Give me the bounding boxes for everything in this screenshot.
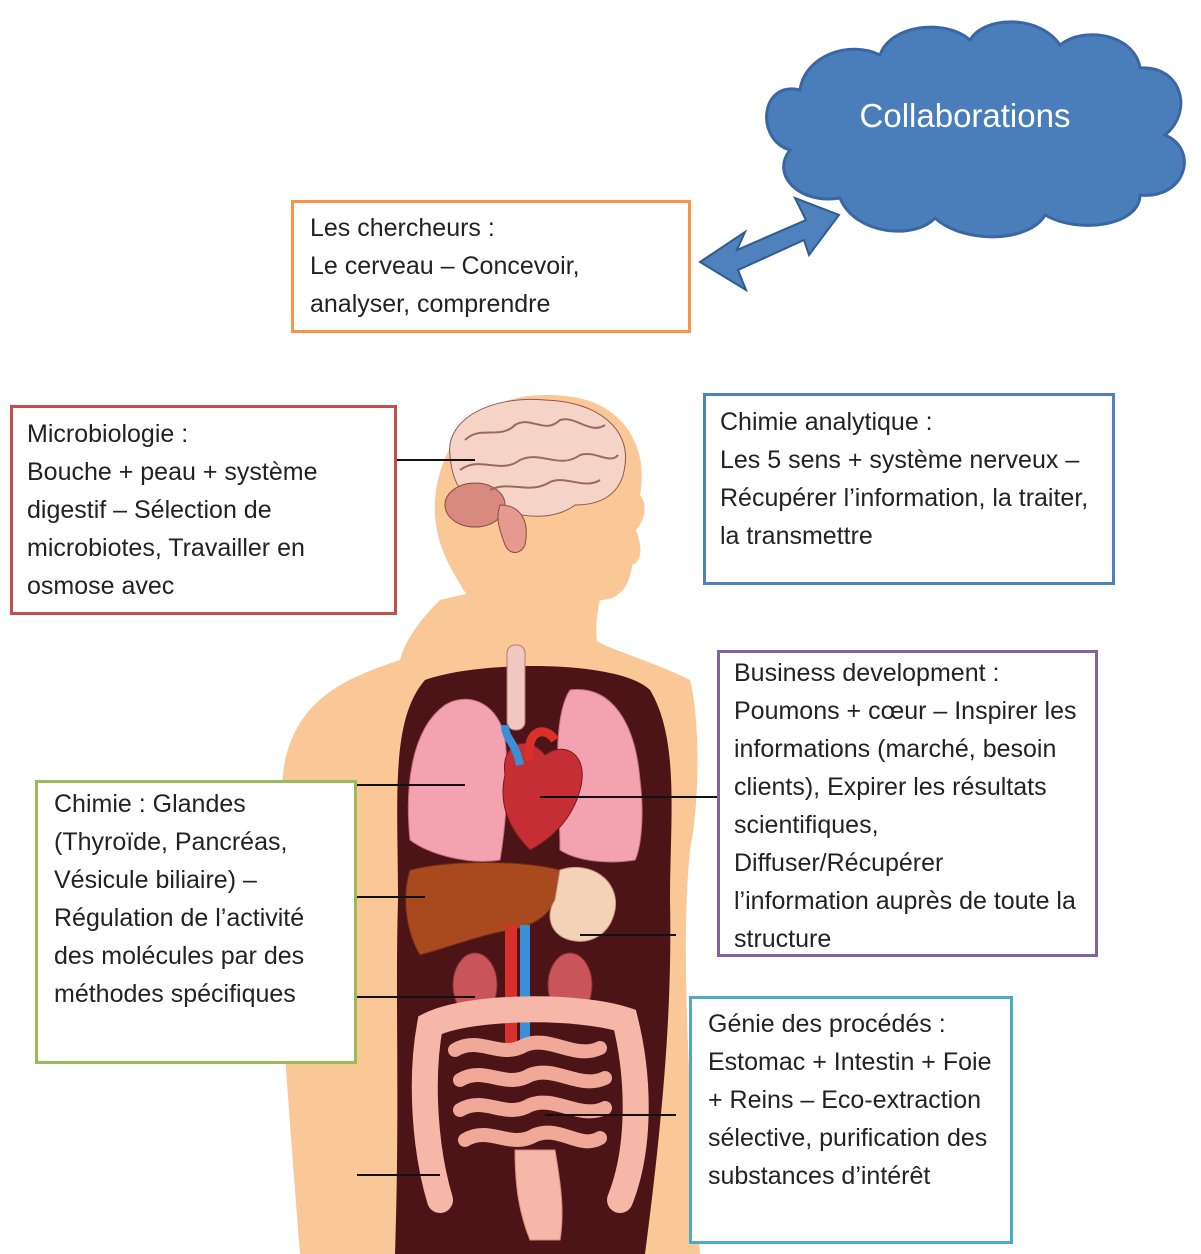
chimie-box: Chimie : Glandes (Thyroïde, Pancréas, Vé… — [35, 780, 357, 1064]
vena-cava — [520, 925, 530, 1045]
double-arrow — [700, 198, 839, 290]
business-development-box: Business development : Poumons + cœur – … — [717, 650, 1098, 957]
microbiologie-box: Microbiologie : Bouche + peau + système … — [10, 405, 397, 615]
aorta — [505, 925, 517, 1045]
chimie-analytique-box: Chimie analytique : Les 5 sens + système… — [703, 393, 1115, 585]
genie-des-procedes-box: Génie des procédés : Estomac + Intestin … — [689, 996, 1013, 1244]
cloud-label: Collaborations — [790, 94, 1140, 138]
chercheurs-box: Les chercheurs : Le cerveau – Concevoir,… — [291, 200, 691, 333]
trachea — [507, 645, 525, 730]
